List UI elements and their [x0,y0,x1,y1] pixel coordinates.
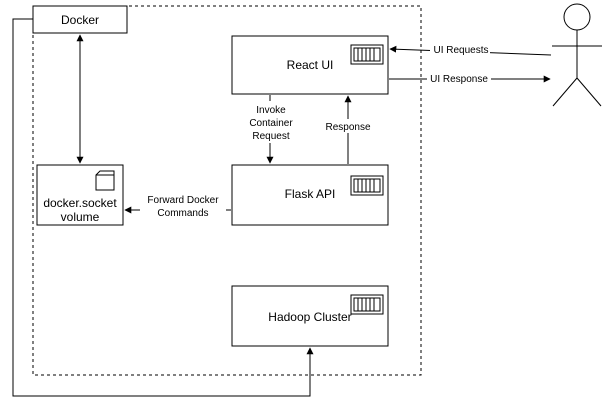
container-icon [350,175,384,196]
storage-volume-icon [95,170,115,191]
socket-volume-label-line2: volume [61,210,100,224]
react-ui-label: React UI [287,58,334,72]
invoke-label-line1: Invoke [256,105,286,116]
ui-response-label: UI Response [430,74,488,85]
response-label: Response [325,122,370,133]
hadoop-cluster-label: Hadoop Cluster [268,310,351,324]
forward-label-line1: Forward Docker [147,195,219,206]
invoke-label-line3: Request [252,131,289,142]
docker-label: Docker [61,13,99,27]
ui-requests-label: UI Requests [433,45,488,56]
flask-api-label: Flask API [285,187,336,201]
docker-host-boundary [32,5,422,376]
flask-api-node[interactable]: Flask API [231,164,389,226]
hadoop-cluster-node[interactable]: Hadoop Cluster [231,285,389,347]
container-icon [350,294,384,315]
socket-volume-label-line1: docker.socket [43,196,117,210]
socket-volume-node[interactable]: docker.socket volume [36,164,124,226]
user-actor-icon [552,3,602,107]
react-ui-node[interactable]: React UI [231,35,389,95]
container-icon [350,44,384,65]
invoke-label-line2: Container [249,118,293,129]
forward-label-line2: Commands [157,208,208,219]
docker-node[interactable]: Docker [32,5,128,34]
docker-hadoop-edge [12,18,314,397]
